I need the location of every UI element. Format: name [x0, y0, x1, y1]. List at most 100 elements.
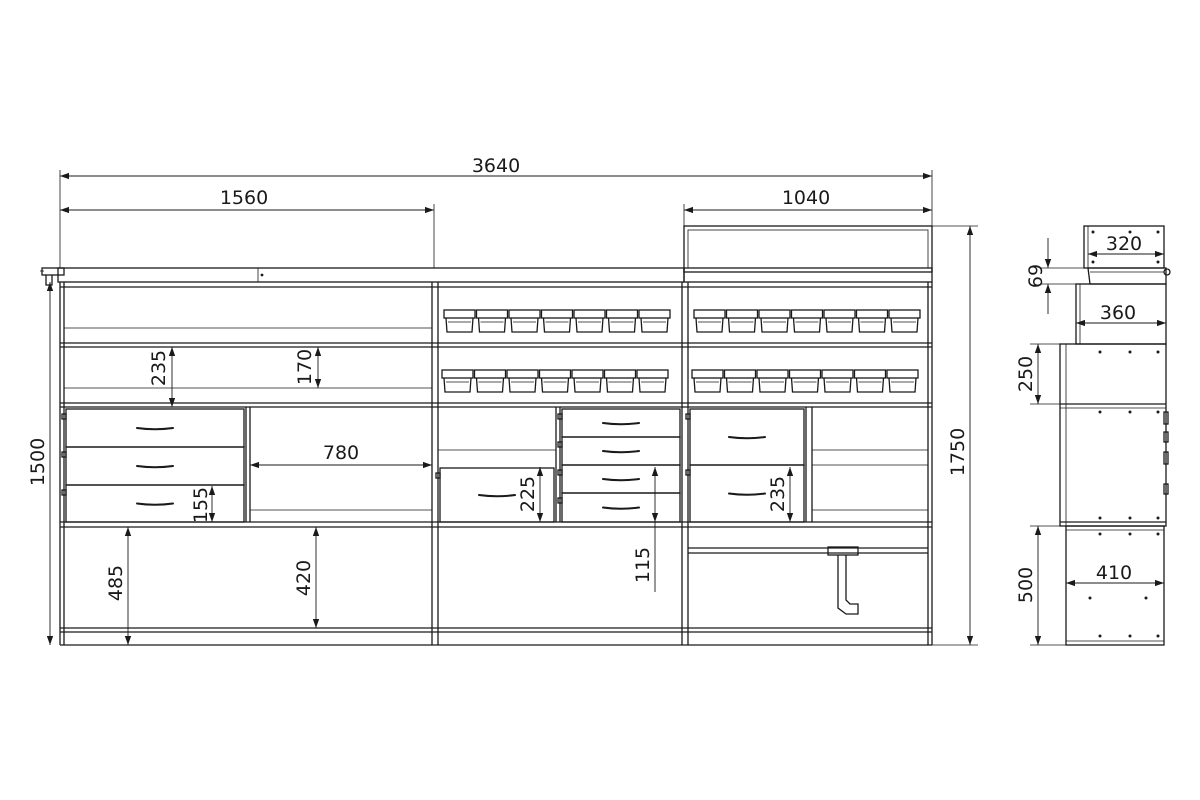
dim-bottom-420: 420 — [293, 560, 315, 596]
drawer-handle — [136, 465, 174, 469]
dim-total-width: 3640 — [472, 155, 520, 177]
drawer[interactable] — [435, 467, 555, 523]
worktop — [57, 267, 685, 283]
bin — [821, 369, 854, 393]
dim-side-top-depth: 320 — [1106, 233, 1142, 255]
bin — [573, 309, 606, 333]
rivet-dot — [1098, 516, 1102, 520]
bin — [508, 309, 541, 333]
side-view — [1059, 225, 1171, 646]
bin — [603, 369, 637, 393]
dim-side-bin-height: 69 — [1025, 264, 1047, 288]
drawer-handle — [602, 422, 640, 426]
drawer-handle — [602, 450, 640, 454]
rivet-dot — [1091, 230, 1095, 234]
bin — [538, 369, 572, 393]
bin — [823, 309, 856, 333]
dim-side-upper-height: 250 — [1015, 356, 1037, 392]
storage-bins — [441, 309, 921, 393]
dim-side-base-height: 500 — [1015, 567, 1037, 603]
rivet-dot — [1156, 410, 1160, 414]
drawer[interactable] — [557, 492, 681, 523]
frame-rails — [60, 286, 932, 646]
drawer-handle — [602, 506, 640, 510]
rivet-dot — [1128, 410, 1132, 414]
bin — [540, 309, 574, 333]
rivet-dot — [1128, 230, 1132, 234]
dim-left-width: 1560 — [220, 187, 268, 209]
dim-drawer-235: 235 — [767, 476, 789, 512]
front-dimensions: 3640 1560 1040 1500 1750 235 170 155 780… — [27, 155, 978, 646]
dim-drawer-155: 155 — [190, 487, 212, 523]
dim-drawer-225: 225 — [517, 476, 539, 512]
bin — [756, 369, 789, 393]
right-upper-frame — [683, 225, 933, 273]
bin — [605, 309, 639, 333]
drawer-handle — [728, 436, 766, 440]
dim-total-height: 1500 — [27, 438, 49, 486]
bin — [693, 309, 726, 333]
front-view — [40, 225, 933, 646]
rivet-dot — [1156, 532, 1160, 536]
rivet-dot — [1098, 532, 1102, 536]
rivet-dot — [1098, 634, 1102, 638]
rivet-dot — [1128, 634, 1132, 638]
rivet-dots — [1088, 230, 1160, 638]
bin — [473, 369, 507, 393]
bin — [441, 369, 474, 393]
bin — [888, 309, 921, 333]
dim-side-base-depth: 410 — [1096, 562, 1132, 584]
drawer-handle — [136, 502, 174, 506]
drawer[interactable] — [685, 464, 805, 523]
bin — [788, 369, 822, 393]
rivet-dot — [1128, 516, 1132, 520]
rivet-dot — [1091, 260, 1095, 264]
bin — [506, 369, 539, 393]
drawer[interactable] — [685, 408, 805, 466]
rivet-dot — [1156, 634, 1160, 638]
rivet-dot — [1156, 230, 1160, 234]
rivet-dot — [1156, 260, 1160, 264]
drawer-handle — [478, 494, 516, 498]
bin — [758, 309, 791, 333]
drawer[interactable] — [557, 436, 681, 466]
rivet-dot — [1128, 350, 1132, 354]
dim-right-width: 1040 — [782, 187, 830, 209]
drawer-handle — [728, 492, 766, 496]
bin — [725, 309, 759, 333]
rivet-dot — [1144, 596, 1148, 600]
drawer-handle — [136, 427, 174, 431]
rivet-dot — [1098, 350, 1102, 354]
drawer[interactable] — [557, 408, 681, 438]
drawer[interactable] — [61, 484, 245, 523]
rivet-dot — [1088, 596, 1092, 600]
bin — [691, 369, 724, 393]
rivet-dot — [1128, 532, 1132, 536]
dim-bottom-485: 485 — [105, 565, 127, 601]
drawer[interactable] — [61, 446, 245, 486]
dim-side-mid-depth: 360 — [1100, 302, 1136, 324]
bin — [571, 369, 604, 393]
dim-shelf-170: 170 — [294, 349, 316, 385]
drawers — [61, 408, 805, 523]
drawer[interactable] — [61, 408, 245, 448]
rivet-dot — [1098, 410, 1102, 414]
bin — [790, 309, 824, 333]
crank-handle — [827, 546, 859, 615]
drawer[interactable] — [557, 464, 681, 494]
bin — [853, 369, 887, 393]
frame-uprights — [59, 282, 933, 645]
bin — [636, 369, 669, 393]
bin — [886, 369, 919, 393]
bin — [723, 369, 757, 393]
bin — [855, 309, 889, 333]
side-dimensions: 320 69 360 250 410 500 — [1015, 233, 1166, 646]
dim-gap-115: 115 — [632, 547, 654, 583]
dim-right-height: 1750 — [947, 428, 969, 476]
rivet-dot — [1156, 516, 1160, 520]
drawer-handle — [602, 478, 640, 482]
bin — [443, 309, 476, 333]
dim-shelf-235: 235 — [148, 350, 170, 386]
bin — [638, 309, 671, 333]
